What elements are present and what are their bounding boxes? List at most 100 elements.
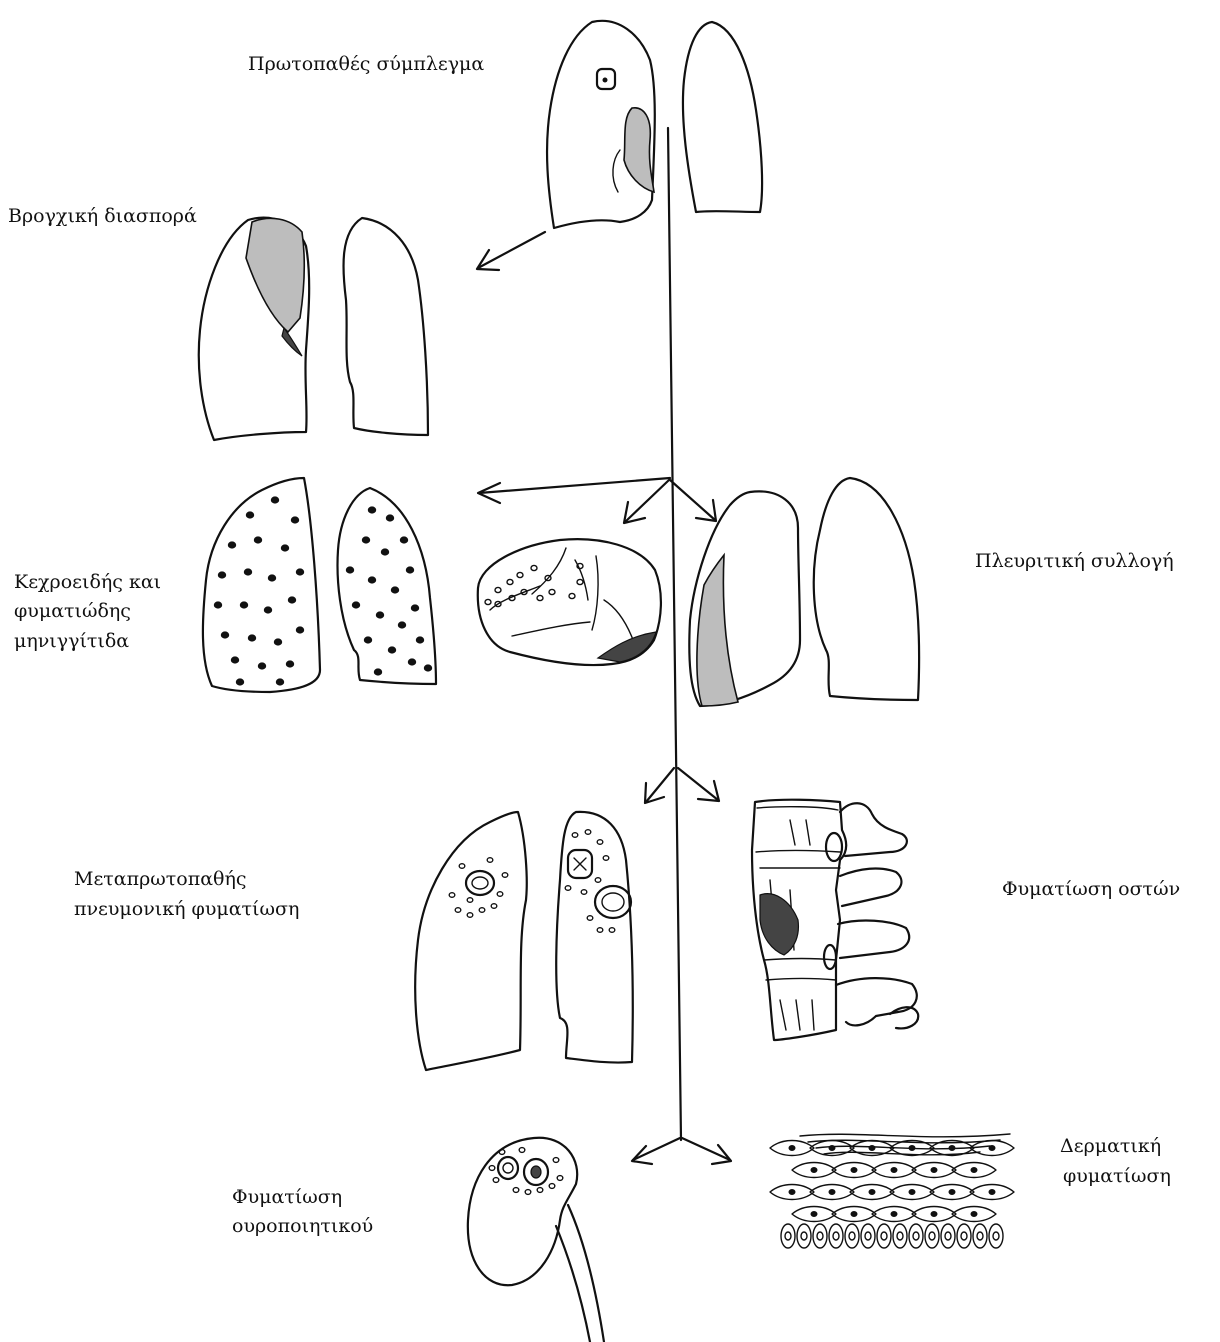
basal-cell — [781, 1224, 795, 1248]
miliary-lungs — [203, 478, 436, 692]
basal-cell-nucleus — [881, 1232, 887, 1240]
primary-hilar-node — [624, 108, 654, 192]
basal-cell-nucleus — [913, 1232, 919, 1240]
post-primary-left-lung — [556, 812, 633, 1063]
label-bronchial-spread: Βρογχική διασπορά — [8, 205, 197, 227]
cell-nucleus — [971, 1211, 978, 1217]
label-bone-tb: Φυματίωση οστών — [1002, 878, 1180, 900]
meningitis-brain — [478, 539, 661, 665]
brain-tubercle — [495, 587, 501, 592]
cell-nucleus — [851, 1211, 858, 1217]
nodular-lesion — [603, 856, 609, 861]
primary-left-lung — [683, 22, 762, 212]
label-skin-line1: Δερματική — [1060, 1135, 1161, 1157]
skin-tissue — [770, 1134, 1014, 1248]
primary-complex-lungs — [547, 21, 762, 228]
bronchial-spread-lungs — [199, 218, 428, 440]
basal-cell-nucleus — [785, 1232, 791, 1240]
nodular-lesion — [595, 878, 601, 883]
arrow-to-pleural — [670, 480, 716, 521]
cell-nucleus — [851, 1167, 858, 1173]
basal-cell-nucleus — [993, 1232, 999, 1240]
basal-cell-nucleus — [897, 1232, 903, 1240]
cell-nucleus — [829, 1189, 836, 1195]
nodular-lesion — [467, 913, 473, 918]
basal-cell — [845, 1224, 859, 1248]
miliary-nodule — [291, 516, 299, 523]
facet-joint-2 — [824, 945, 836, 969]
cell-nucleus — [811, 1211, 818, 1217]
basal-cell — [925, 1224, 939, 1248]
kidney-outline — [468, 1138, 577, 1285]
miliary-nodule — [248, 634, 256, 641]
miliary-nodule — [288, 596, 296, 603]
nodular-lesion — [597, 928, 603, 933]
spinous-process-1 — [840, 803, 907, 856]
miliary-nodule — [274, 638, 282, 645]
miliary-nodule — [218, 571, 226, 578]
nodular-lesion — [467, 898, 473, 903]
nodular-lesion — [581, 890, 587, 895]
miliary-nodule — [381, 548, 389, 555]
cavity-right-upper — [466, 871, 494, 895]
renal-lesion — [557, 1176, 563, 1181]
nodular-lesion — [587, 916, 593, 921]
label-skin-line2: φυματίωση — [1063, 1165, 1171, 1187]
spinous-process-2 — [840, 869, 901, 906]
renal-lesion — [493, 1178, 499, 1183]
spinous-process-3 — [838, 921, 909, 958]
basal-cell — [829, 1224, 843, 1248]
epidermal-cells — [770, 1134, 1014, 1222]
miliary-nodule — [296, 626, 304, 633]
post-primary-lungs — [415, 812, 633, 1070]
bronchial-consolidation — [246, 218, 304, 332]
cell-nucleus — [931, 1211, 938, 1217]
brain-tubercle — [485, 599, 491, 604]
arrow-to-bone — [678, 768, 719, 801]
basal-cell-nucleus — [817, 1232, 823, 1240]
label-urinary-line1: Φυματίωση — [232, 1186, 342, 1208]
vertebral-destruction — [760, 894, 798, 955]
arrow-to-skin — [682, 1138, 731, 1164]
miliary-nodule — [231, 656, 239, 663]
post-primary-right-lung — [415, 812, 527, 1070]
renal-cavity-1 — [498, 1157, 518, 1179]
basal-cell-nucleus — [929, 1232, 935, 1240]
miliary-nodule — [228, 541, 236, 548]
basal-cell — [813, 1224, 827, 1248]
miliary-nodule — [221, 631, 229, 638]
renal-lesion — [553, 1158, 559, 1163]
brain-tubercle — [507, 579, 513, 584]
basal-cell-nucleus — [961, 1232, 967, 1240]
miliary-nodule — [424, 664, 432, 671]
miliary-nodule — [258, 662, 266, 669]
renal-lesion — [513, 1188, 519, 1193]
miliary-nodule — [362, 536, 370, 543]
label-primary-complex: Πρωτοπαθές σύμπλεγμα — [248, 53, 484, 75]
label-miliary-line3: μηνιγγίτιδα — [14, 630, 129, 652]
nodular-lesion — [609, 928, 615, 933]
cell-nucleus — [869, 1189, 876, 1195]
nodular-lesion — [459, 864, 465, 869]
miliary-nodule — [388, 646, 396, 653]
cell-nucleus — [989, 1189, 996, 1195]
arrow-to-bronchial-spread — [477, 232, 545, 270]
brain-base-exudate — [598, 632, 656, 662]
miliary-nodule — [368, 506, 376, 513]
miliary-nodule — [346, 566, 354, 573]
basal-cell — [941, 1224, 955, 1248]
basal-cell — [797, 1224, 811, 1248]
miliary-nodule — [244, 568, 252, 575]
miliary-nodule — [271, 496, 279, 503]
basal-cell-nucleus — [945, 1232, 951, 1240]
arrow-to-urinary — [632, 1138, 680, 1164]
miliary-nodule — [386, 514, 394, 521]
cell-nucleus — [949, 1189, 956, 1195]
renal-lesion — [519, 1148, 525, 1153]
cell-nucleus — [891, 1167, 898, 1173]
brain-tubercle — [549, 589, 555, 594]
keratin-strand — [800, 1134, 1010, 1137]
miliary-nodule — [408, 658, 416, 665]
miliary-nodule — [276, 678, 284, 685]
